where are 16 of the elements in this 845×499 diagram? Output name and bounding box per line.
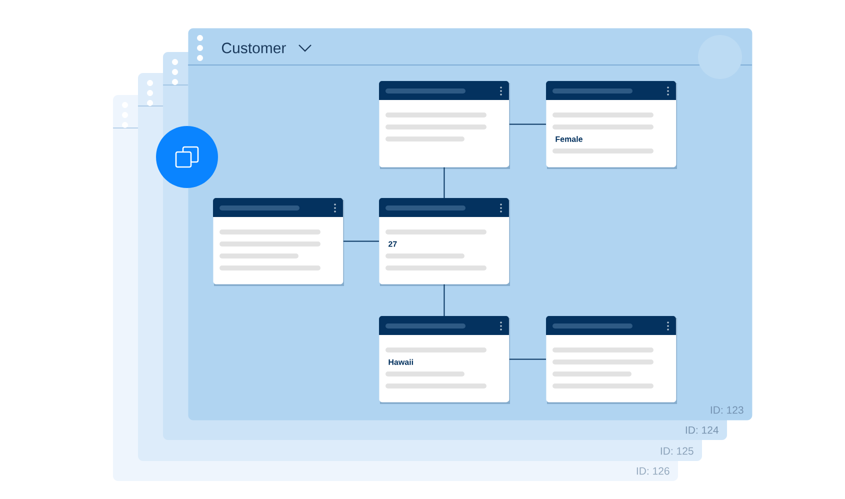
connector-line	[444, 284, 445, 316]
id-label: ID: 125	[660, 447, 694, 455]
id-label: ID: 126	[636, 467, 670, 475]
card	[213, 198, 344, 286]
field-value: 27	[388, 241, 397, 247]
card	[379, 81, 510, 169]
panel-title: Customer	[222, 42, 286, 54]
connector-line	[508, 124, 546, 125]
connector-line	[444, 166, 445, 198]
id-label: ID: 124	[686, 426, 718, 434]
connector-line	[508, 358, 546, 360]
connector-line	[342, 240, 380, 242]
field-value: Female	[556, 136, 582, 142]
id-label: ID: 123	[710, 406, 744, 414]
card	[546, 316, 677, 404]
field-value: Hawaii	[388, 359, 413, 365]
